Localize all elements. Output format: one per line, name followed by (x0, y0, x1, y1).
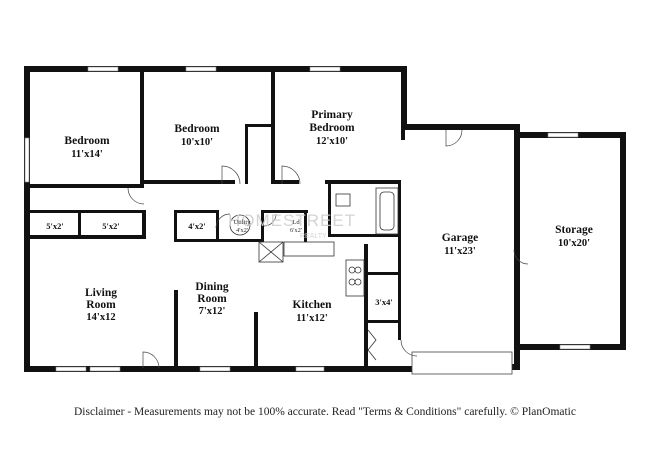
disclaimer-text: Disclaimer - Measurements may not be 100… (74, 406, 576, 418)
dining-room-label-1: Dining (195, 281, 228, 293)
fixtures (229, 187, 399, 361)
dining-room-label-2: Room (197, 293, 227, 305)
bedroom-left-size: 11'x14' (71, 149, 103, 160)
living-room-size: 14'x12 (86, 312, 115, 323)
bedroom-left-label: Bedroom (64, 135, 110, 147)
closet-1-size: 5'x2' (46, 221, 63, 231)
laundry-size: 6'x2' (290, 227, 302, 234)
doors (127, 129, 529, 369)
bedroom-middle-label: Bedroom (174, 123, 220, 135)
garage-size: 11'x23' (444, 246, 476, 257)
primary-bedroom-label-1: Primary (311, 109, 353, 121)
watermark-sub: REALTY (300, 233, 327, 240)
kitchen-label: Kitchen (293, 299, 333, 311)
closet-2-size: 5'x2' (102, 221, 119, 231)
laundry-label: Ld (292, 219, 300, 226)
watermark-text: HOMESTREET (228, 211, 356, 230)
bedroom-middle-size: 10'x10' (181, 137, 213, 148)
pantry-size: 3'x4' (375, 297, 392, 307)
windows (24, 66, 591, 375)
kitchen-size: 11'x12' (296, 313, 328, 324)
room-labels: Bedroom 11'x14' Bedroom 10'x10' Primary … (46, 109, 593, 324)
closet-3-size: 4'x2' (188, 221, 205, 231)
dining-room-size: 7'x12' (199, 306, 226, 317)
utility-label: Utility (234, 219, 252, 226)
utility-size: 4'x2' (236, 227, 248, 234)
storage-label: Storage (555, 224, 593, 236)
interior-walls (24, 72, 405, 370)
living-room-label-1: Living (85, 287, 117, 299)
living-room-label-2: Room (86, 299, 116, 311)
garage-label: Garage (442, 232, 478, 244)
storage-size: 10'x20' (558, 238, 590, 249)
primary-bedroom-label-2: Bedroom (309, 122, 355, 134)
primary-bedroom-size: 12'x10' (316, 136, 348, 147)
watermark: HOMESTREET REALTY (228, 211, 356, 240)
